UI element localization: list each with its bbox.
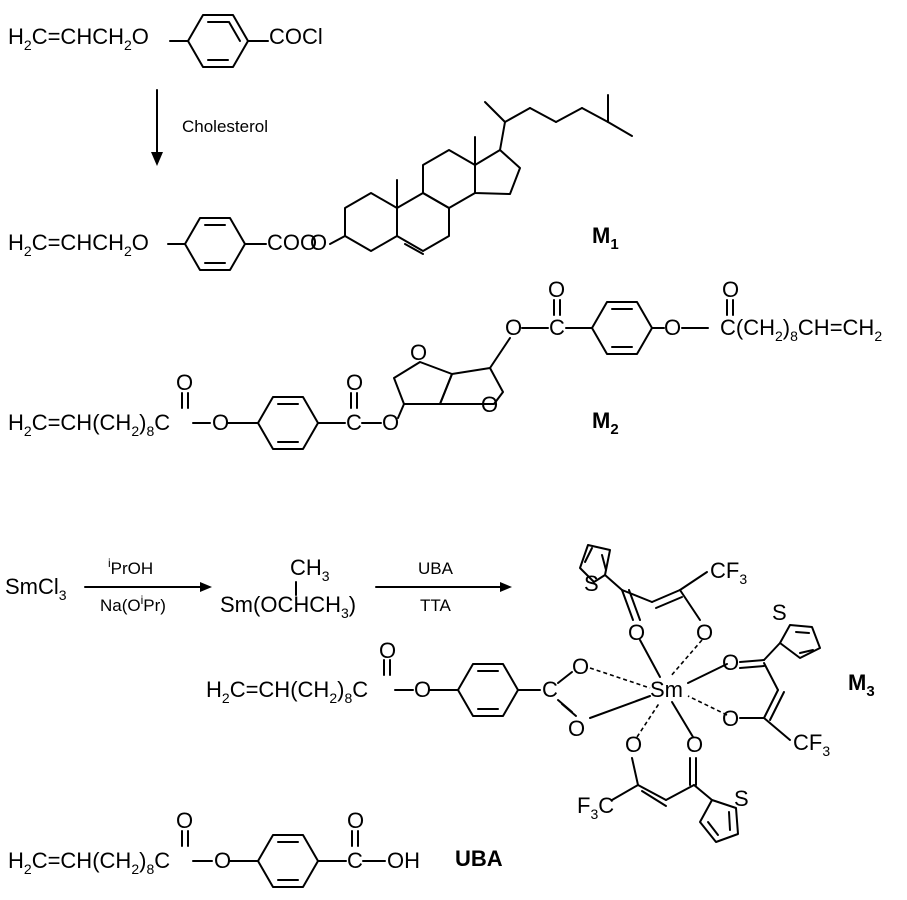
benzene-ring (591, 301, 653, 355)
sulfur-atom: S (584, 571, 599, 596)
benzene-ring (257, 834, 319, 888)
thiophene-ring: S (699, 786, 749, 843)
compound-m3: H2C=CH(CH2)8C O O C O O Sm O O (206, 544, 875, 843)
thiophene-ring: S (579, 544, 611, 596)
formula-text: H2C=CHCH2O (8, 24, 149, 53)
carboxylate-oxygen: O (572, 654, 589, 679)
ester-oxygen: O (212, 410, 229, 435)
carbonyl-oxygen: O (346, 370, 363, 395)
benzene-ring (257, 396, 319, 450)
alkene-chain-right: C(CH2)8CH=CH2 (720, 315, 882, 344)
compound-label-m1: M1 (592, 223, 619, 253)
samarium-synthesis: SmCl3 iPrOH Na(OiPr) CH3 Sm(OCHCH3) UBA … (5, 555, 512, 621)
trifluoromethyl: CF3 (710, 558, 747, 587)
acyl-chloride-text: COCl (269, 24, 323, 49)
sulfur-atom: S (772, 600, 787, 625)
reagent-uba: UBA (418, 559, 454, 578)
formula-text: H2C=CHCH2O (8, 230, 149, 259)
arrow-head-icon (500, 582, 512, 592)
sulfur-atom: S (734, 786, 749, 811)
tta-ligand-top: O O CF3 S (579, 544, 747, 645)
oxygen-atom: O (686, 732, 703, 757)
oxygen-atom: O (625, 732, 642, 757)
isosorbide-core: O O (393, 337, 511, 419)
tta-ligand-right: O O CF3 S (722, 600, 830, 759)
oxygen-atom: O (696, 620, 713, 645)
carbon-atom: C (346, 410, 362, 435)
benzene-ring (457, 663, 519, 717)
trifluoromethyl: CF3 (793, 730, 830, 759)
benzene-ring (184, 217, 246, 271)
reagent-tta: TTA (420, 596, 452, 615)
carbonyl-oxygen: O (548, 277, 565, 302)
ring-oxygen: O (410, 340, 427, 365)
carbonyl-oxygen: O (722, 277, 739, 302)
alkene-chain-left: H2C=CH(CH2)8C (8, 410, 170, 439)
reaction-arrow-cholesterol: Cholesterol (151, 89, 268, 166)
arrow-head-icon (200, 582, 212, 592)
carbonyl-oxygen: O (176, 370, 193, 395)
ester-oxygen: O (664, 315, 681, 340)
ester-text: COO (267, 230, 317, 255)
thiophene-ring: S (772, 600, 821, 659)
benzene-ring (187, 14, 249, 68)
hydroxyl-group: OH (387, 848, 420, 873)
samarium-isopropoxide: Sm(OCHCH3) (220, 592, 356, 621)
compound-label-m2: M2 (592, 408, 619, 438)
ester-oxygen: O (414, 677, 431, 702)
alkene-chain: H2C=CH(CH2)8C (206, 677, 368, 706)
carboxyl-carbon: C (347, 848, 363, 873)
oxygen-atom: O (310, 230, 327, 255)
carbonyl-oxygen: O (176, 808, 193, 833)
reagent-ipropanol: iPrOH (108, 556, 153, 578)
starting-acid-chloride: H2C=CHCH2O COCl (8, 14, 323, 68)
oxygen-atom: O (722, 650, 739, 675)
compound-label-m3: M3 (848, 670, 875, 700)
carbon-atom: C (549, 315, 565, 340)
alkene-chain: H2C=CH(CH2)8C (8, 848, 170, 877)
methyl-group: CH3 (290, 555, 330, 584)
compound-m1: H2C=CHCH2O COO O (8, 94, 633, 271)
reagent-cholesterol: Cholesterol (182, 117, 268, 136)
samarium-atom: Sm (650, 677, 683, 702)
ester-oxygen: O (214, 848, 231, 873)
reactant-smcl3: SmCl3 (5, 574, 67, 603)
arrow-head-icon (151, 152, 163, 166)
oxygen-atom: O (505, 315, 522, 340)
compound-uba: H2C=CH(CH2)8C O O C O OH UBA (8, 808, 503, 888)
carboxylate-oxygen: O (568, 716, 585, 741)
cholesterol-skeleton (329, 94, 633, 255)
compound-m2: O C O O O C(CH2)8CH=CH2 O O H2C=CH(CH2)8… (8, 277, 882, 450)
trifluoromethyl: F3C (577, 793, 614, 822)
reagent-sodium-isopropoxide: Na(OiPr) (100, 593, 166, 615)
compound-label-uba: UBA (455, 846, 503, 871)
oxygen-atom: O (628, 620, 645, 645)
carbonyl-oxygen: O (347, 808, 364, 833)
carbonyl-oxygen: O (379, 638, 396, 663)
tta-ligand-bottom: O O F3C S (577, 732, 749, 843)
carboxylate-carbon: C (542, 677, 558, 702)
ester-oxygen: O (382, 410, 399, 435)
oxygen-atom: O (722, 706, 739, 731)
